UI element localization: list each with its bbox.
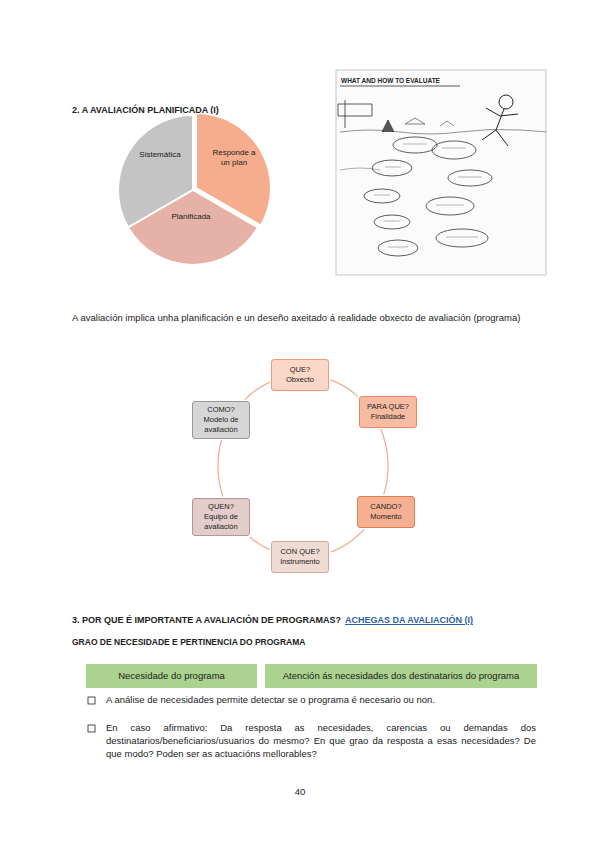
- signpost: [338, 100, 372, 128]
- stepping-stone: [426, 197, 474, 215]
- box-body: Momento: [370, 512, 401, 522]
- stepping-stone: [364, 189, 400, 203]
- highlight-box: Atención ás necesidades dos destinatario…: [265, 664, 537, 688]
- cycle-box: QUE?Obxecto: [271, 359, 329, 391]
- bullet-text: A análise de necesidades permite detecta…: [106, 693, 536, 706]
- stepping-stone: [432, 141, 476, 159]
- pie-slice-path: [196, 113, 271, 226]
- cycle-arc: [245, 382, 270, 399]
- shark-fin: [382, 120, 394, 132]
- pie-slice-shape: [121, 113, 271, 263]
- box-heading: CON QUE?: [280, 547, 319, 557]
- stepping-stone: [374, 215, 410, 229]
- box-body: Finalidade: [371, 412, 406, 422]
- box-label: Atención ás necesidades dos destinatario…: [283, 670, 520, 682]
- pie-slice: Planificada: [118, 115, 268, 265]
- jumping-figure: [482, 95, 518, 146]
- title-underline: [340, 86, 460, 87]
- water-line: [340, 168, 380, 170]
- slice-label: Responde a un plan: [212, 148, 256, 168]
- subheading: GRAO DE NECESIDADE E PERTINENCIA DO PROG…: [72, 636, 472, 649]
- cycle-box: CANDO?Momento: [357, 496, 415, 528]
- checkbox: [88, 697, 95, 704]
- box-body: Obxecto: [286, 375, 314, 385]
- box-body: Instrumento: [280, 557, 320, 567]
- pie-slice-shape: [118, 115, 268, 265]
- pie-slice-path: [118, 115, 193, 228]
- checkbox: [88, 725, 95, 732]
- box-heading: PARA QUE?: [367, 402, 409, 412]
- page-number: 40: [280, 785, 320, 798]
- cycle-arc: [381, 429, 388, 494]
- bullet-text: En caso afirmativo: Da resposta as neces…: [106, 721, 536, 760]
- cartoon-title: WHAT AND HOW TO EVALUATE: [341, 74, 491, 87]
- stone-scribbles: [374, 144, 482, 247]
- box-heading: COMO?: [207, 405, 235, 415]
- stepping-stone: [393, 137, 437, 153]
- section-heading: 2. A AVALIACIÓN PLANIFICADA (I): [72, 104, 372, 117]
- cartoon: [336, 70, 546, 275]
- cycle-box: COMO?Modelo de avaliación: [192, 401, 250, 439]
- stepping-stone: [372, 160, 412, 176]
- paragraph: A avaliación implica unha planificación …: [72, 311, 530, 324]
- box-heading: CANDO?: [370, 502, 401, 512]
- box-heading: QUEN?: [208, 502, 234, 512]
- pie-slice-shape: [118, 115, 268, 265]
- pie-slice: Sistemática: [118, 115, 268, 265]
- cartoon-frame: [336, 70, 546, 275]
- slice-label: Planificada: [166, 212, 216, 222]
- cycle-box: PARA QUE?Finalidade: [359, 396, 417, 428]
- cycle-arc: [331, 529, 364, 552]
- box-label: Necesidade do programa: [118, 670, 225, 682]
- cycle-arc: [218, 440, 223, 496]
- checkboxes: [88, 697, 95, 732]
- cycle-box: CON QUE?Instrumento: [271, 541, 329, 573]
- box-body: Modelo de avaliación: [199, 415, 243, 435]
- cycle-arc: [250, 537, 270, 550]
- slice-label: Sistemática: [137, 150, 183, 160]
- stepping-stone: [436, 229, 488, 247]
- pie-slice: Responde a un plan: [121, 113, 271, 263]
- box-heading: QUE?: [290, 365, 310, 375]
- stepping-stone: [448, 170, 492, 186]
- boats: [405, 118, 454, 126]
- stepping-stone: [378, 240, 418, 256]
- box-body: Equipo de avaliación: [199, 512, 243, 532]
- highlight-box: Necesidade do programa: [86, 664, 257, 688]
- pie-slice-path: [128, 190, 258, 265]
- cycle-arc: [331, 380, 358, 396]
- water-line: [340, 129, 546, 134]
- cycle-box: QUEN?Equipo de avaliación: [192, 498, 250, 536]
- link: ACHEGAS DA AVALIACIÓN (I): [345, 614, 505, 627]
